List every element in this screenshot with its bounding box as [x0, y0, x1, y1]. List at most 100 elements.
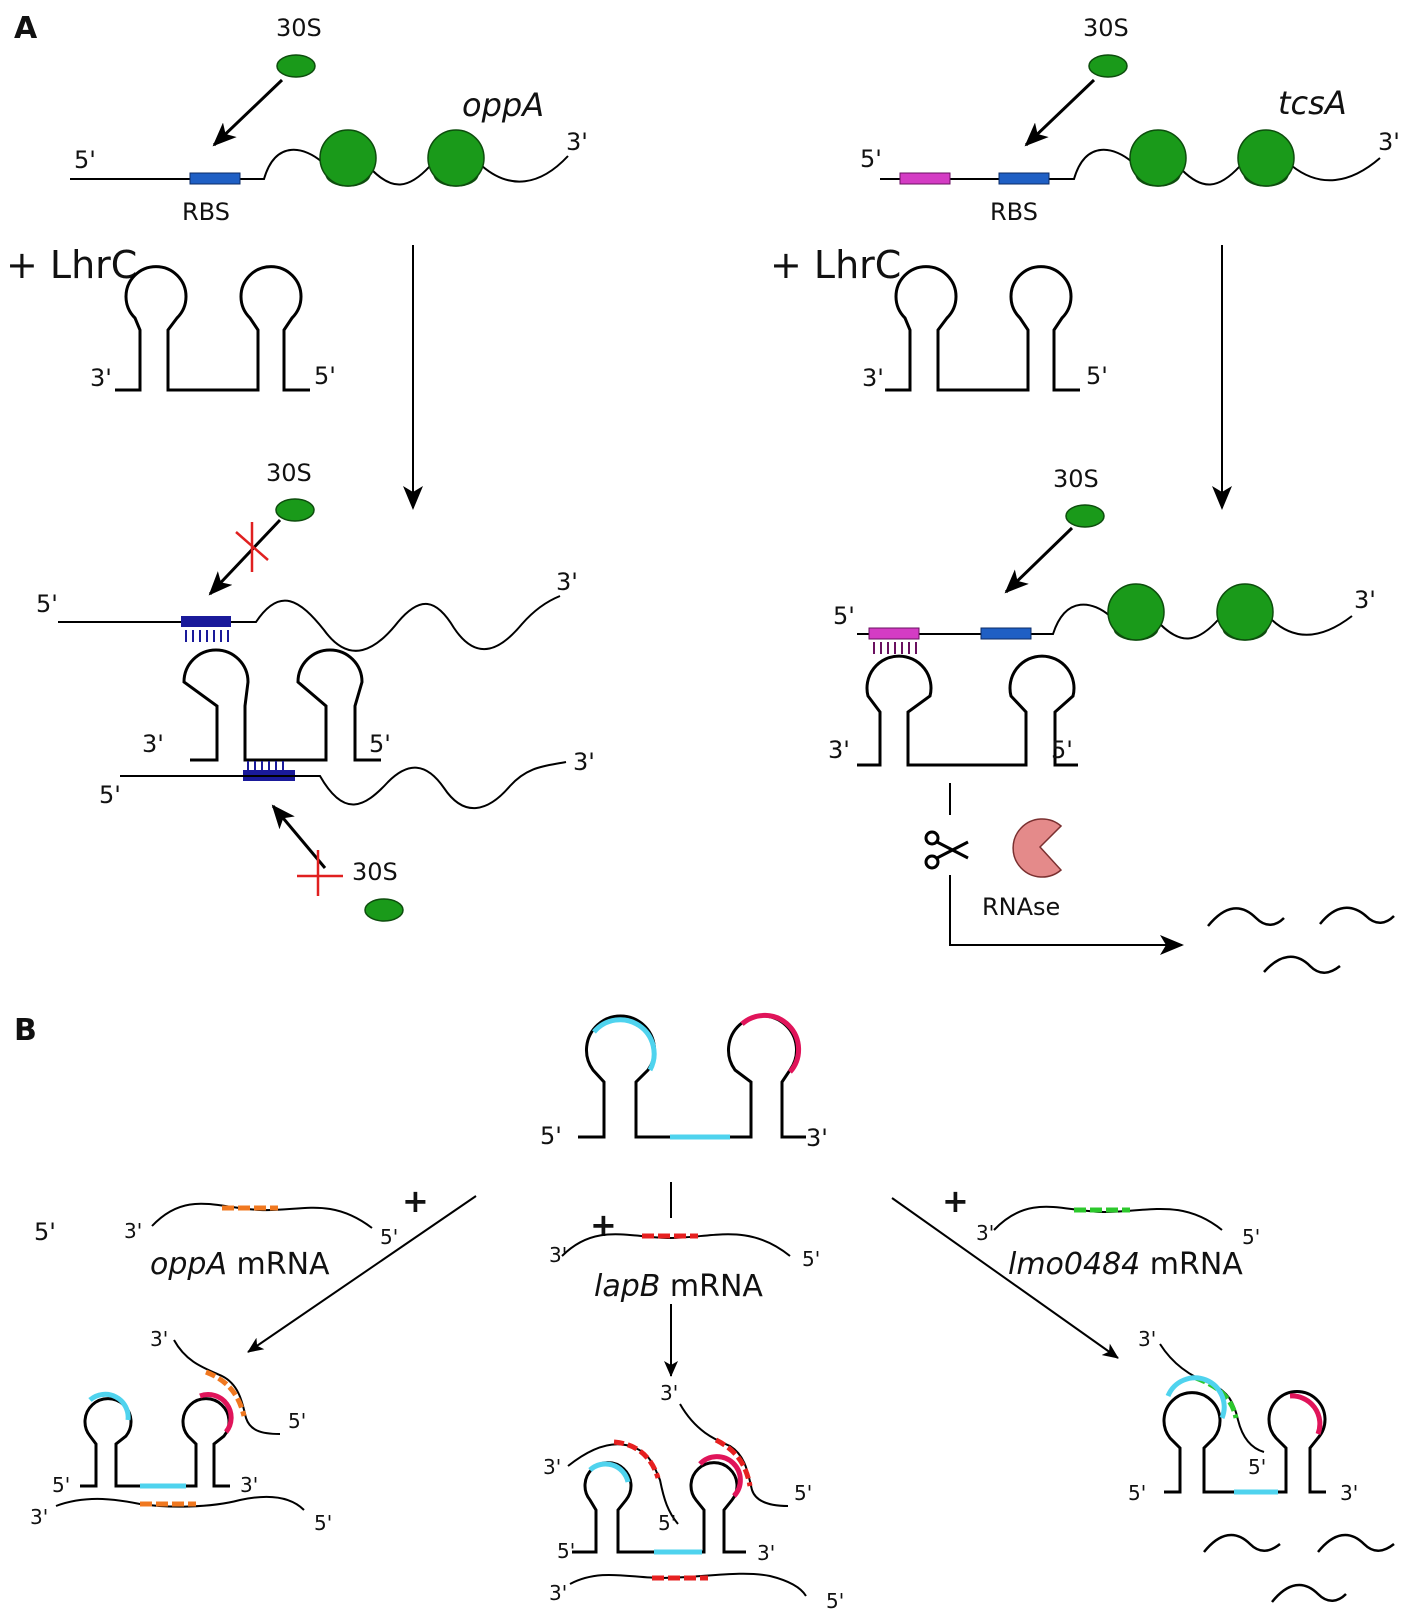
oppa-repressed-complex: 30S 5' 3' 3' 5' 5' 3' — [36, 459, 595, 922]
oppa-bound-lhrc — [182, 648, 381, 762]
tcsa-pair-mrna-3 — [1271, 615, 1353, 636]
tcsa-pair-five: 5' — [833, 602, 855, 630]
lmo-res-pink-loop — [1289, 1393, 1323, 1435]
lapb-b-five: 5' — [802, 1247, 820, 1271]
lapb-res-lhrc-three: 3' — [757, 1541, 775, 1565]
oppa-lhrc-five: 5' — [314, 362, 336, 390]
tcsa-pair-lhrc-site — [868, 627, 920, 640]
oppa-pair2-mrna — [120, 761, 567, 809]
tcsa-30s-2 — [1065, 504, 1105, 528]
tcsa-30s-label: 30S — [1083, 14, 1129, 42]
oppa-pair1-basepairs — [185, 630, 229, 642]
oppa-ribosome-1 — [319, 129, 377, 187]
tcsa-pair-ribosome-1 — [1107, 583, 1165, 641]
oppa-blocked-arrow-top — [208, 518, 282, 596]
lmo-b-five: 5' — [1242, 1225, 1260, 1249]
tcsa-pair-mrna — [857, 603, 1111, 635]
lmo-res-lhrc-three: 3' — [1340, 1481, 1358, 1505]
oppa-res-pink-loop — [199, 1392, 234, 1434]
oppa-res-five-b: 5' — [314, 1511, 332, 1535]
oppa-30s-arrow — [212, 78, 284, 147]
top-lhrc-pink-loop — [740, 1012, 802, 1074]
tcsa-30s-2-arrow — [1004, 526, 1074, 594]
oppa-res-lhrc-three: 3' — [240, 1473, 258, 1497]
tcsa-degradation-complex: 30S 5' 3' 3' 5' RNAse — [828, 465, 1395, 974]
lapb-res-three-b: 3' — [549, 1581, 567, 1605]
tcsa-add-lhrc-label: + LhrC — [770, 243, 901, 287]
lmo-res-three: 3' — [1138, 1327, 1156, 1351]
oppa-lhrc-three: 3' — [90, 364, 112, 392]
top-lhrc-three: 3' — [806, 1124, 828, 1152]
lapb-target-mrna: + 3' 5' lapB mRNA — [549, 1182, 820, 1304]
oppa-blocked-arrow-bottom — [271, 804, 327, 869]
tcsa-bound-lhrc — [857, 654, 1078, 767]
oppa-pair1-mrna — [58, 595, 561, 652]
oppa-block-x-bottom — [297, 850, 343, 896]
lapb-b-complex: 3' 5' 3' 5' 5' 3' 3' 5' — [543, 1381, 844, 1611]
oppa-gene-label: oppA — [462, 86, 544, 124]
tcsa-pair-mrna-2 — [1159, 619, 1219, 640]
lapb-res-lhrc-five: 5' — [557, 1539, 575, 1563]
tcsa-pair-lhrc-three: 3' — [828, 736, 850, 764]
lapb-res-five-b: 5' — [826, 1589, 844, 1611]
oppa-blocked-30s-bottom-label: 30S — [352, 858, 398, 886]
lapb-res-five-right: 5' — [794, 1481, 812, 1505]
tcsa-three-prime: 3' — [1378, 128, 1400, 156]
tcsa-mrna-strand-2 — [1181, 165, 1241, 186]
tcsa-rbs-label: RBS — [990, 198, 1038, 226]
tcsa-translation-unit: 30S tcsA 5' 3' RBS — [860, 14, 1400, 226]
rnase-label: RNAse — [982, 893, 1060, 921]
lmo-res-lhrc-five: 5' — [1128, 1481, 1146, 1505]
tcsa-30s-subunit — [1088, 54, 1128, 78]
oppa-blocked-30s-top — [275, 498, 315, 522]
oppa-blocked-30s-top-label: 30S — [266, 459, 312, 487]
tcsa-mrna-strand — [880, 148, 1133, 180]
oppa-res-bottom-mrna — [55, 1495, 305, 1511]
lmo-b-arrow — [891, 1197, 1119, 1359]
oppa-res-three-a: 3' — [150, 1327, 168, 1351]
oppa-b-arrow — [247, 1195, 477, 1353]
oppa-30s-label: 30S — [276, 14, 322, 42]
lmo-plus: + — [942, 1182, 969, 1220]
tcsa-fragments — [1207, 906, 1395, 974]
oppa-b-label: oppA mRNA — [150, 1247, 330, 1282]
tcsa-30s-2-label: 30S — [1053, 465, 1099, 493]
oppa-res-lhrc-five: 5' — [52, 1473, 70, 1497]
lmo-res-five-mid: 5' — [1248, 1455, 1266, 1479]
oppa-res-five-a: 5' — [288, 1409, 306, 1433]
lapb-res-strand-left — [567, 1443, 679, 1525]
oppa-pair1-three: 3' — [556, 568, 578, 596]
tcsa-pair-lhrc-five: 5' — [1051, 736, 1073, 764]
oppa-plus: + — [402, 1182, 429, 1220]
oppa-target-mrna: + 3' 5' oppA mRNA — [124, 1182, 429, 1282]
oppa-res-three-b: 3' — [30, 1505, 48, 1529]
oppa-blocked-30s-bottom — [364, 898, 404, 922]
lapb-res-pink-loop — [698, 1454, 743, 1498]
oppa-b-complex: 3' 5' 5' 3' 3' 5' — [30, 1327, 332, 1535]
oppa-mrna-strand — [70, 148, 323, 180]
oppa-pair-lhrc-five: 5' — [369, 730, 391, 758]
lapb-res-bottom-mrna — [569, 1572, 807, 1597]
oppa-res-lhrc — [80, 1397, 231, 1488]
tcsa-lhrc-srna: 3' 5' — [862, 265, 1108, 392]
tcsa-ribosome-2 — [1237, 129, 1295, 187]
oppa-translation-unit: 30S oppA 5' 3' RBS — [70, 14, 588, 226]
tcsa-pair-rbs — [980, 627, 1032, 640]
oppa-block-x-top — [235, 522, 269, 572]
lmo-target-mrna: + 3' 5' lmo0484 mRNA — [942, 1182, 1260, 1282]
lhrc-structure-top: 5' 3' — [540, 1012, 828, 1152]
oppa-mrna-strand-3 — [481, 155, 569, 183]
oppa-rbs-label: RBS — [182, 198, 230, 226]
lmo-b-label: lmo0484 mRNA — [1008, 1247, 1243, 1282]
lapb-plus: + — [590, 1206, 617, 1244]
oppa-pair-lhrc-three: 3' — [142, 730, 164, 758]
lapb-res-cyan-loop — [588, 1461, 631, 1483]
lapb-b-label: lapB mRNA — [594, 1269, 763, 1304]
oppa-res-cyan-loop — [88, 1391, 131, 1421]
oppa-lhrc-srna: 3' 5' — [90, 265, 336, 392]
tcsa-rbs — [998, 172, 1050, 185]
oppa-pair2-three: 3' — [573, 748, 595, 776]
lmo-res-cyan-loop — [1165, 1375, 1227, 1419]
stray-five-prime: 5' — [34, 1218, 56, 1246]
